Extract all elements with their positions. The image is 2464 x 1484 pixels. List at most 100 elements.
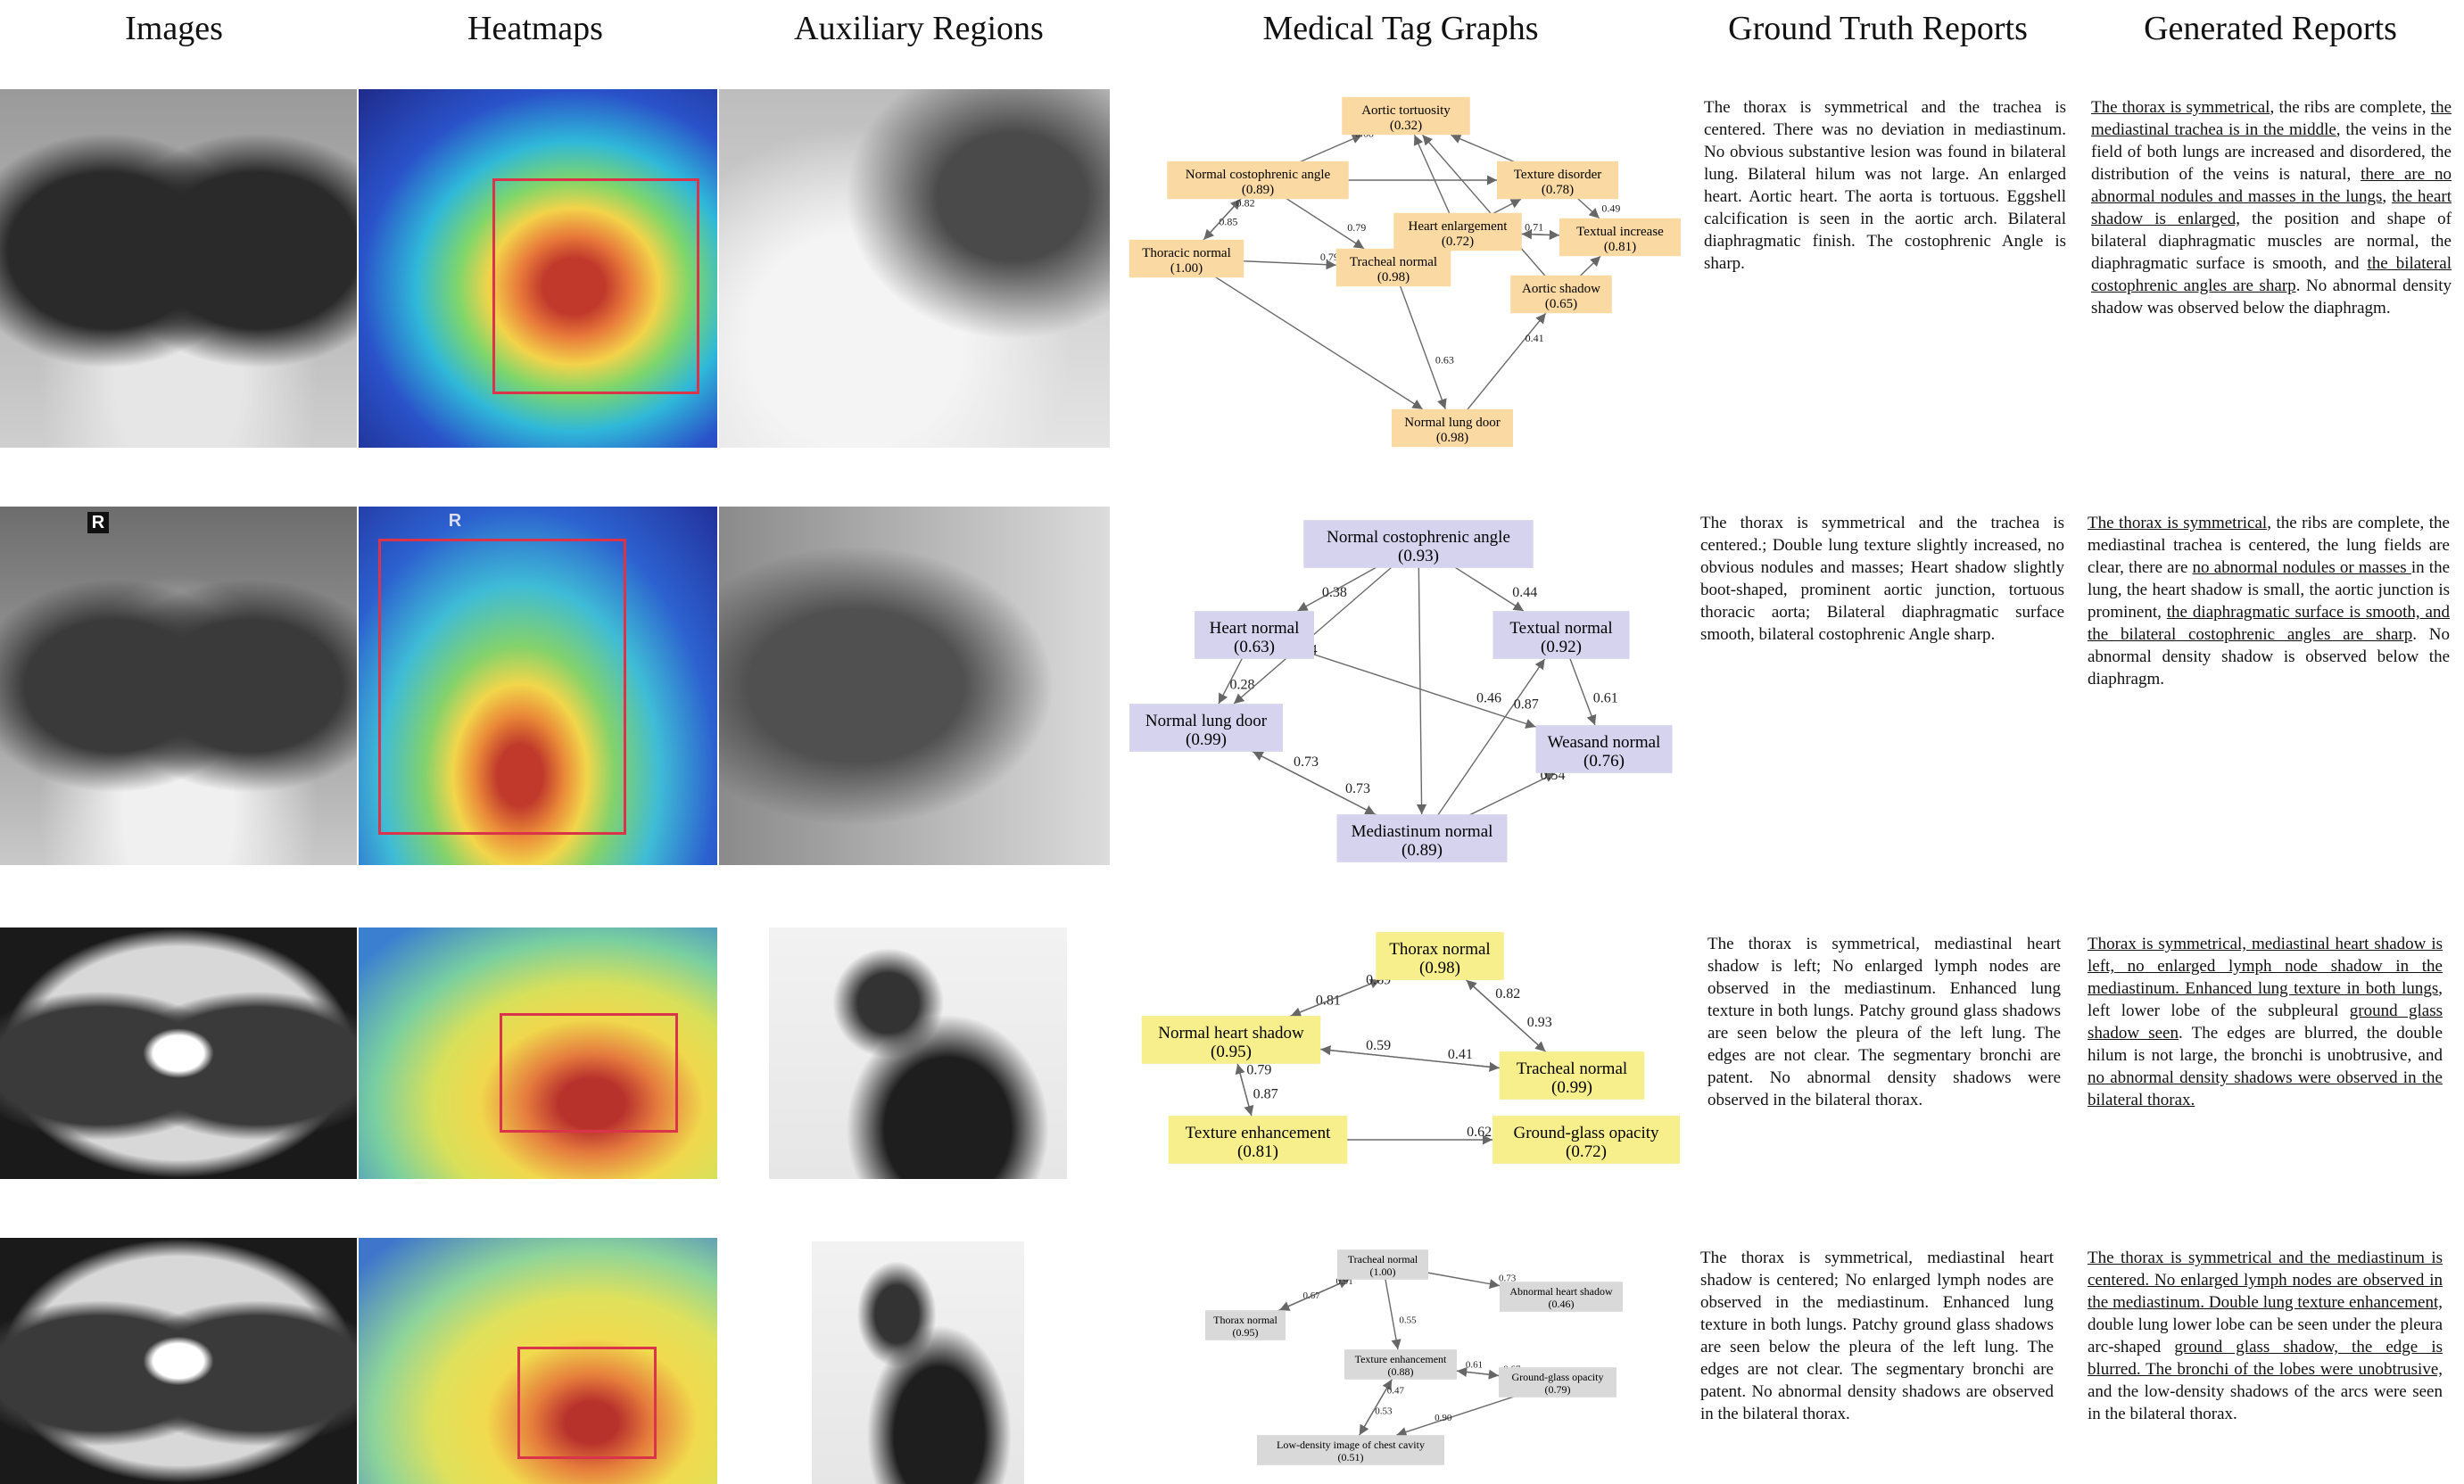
- report-text: in the lung, the heart shadow is small, …: [2088, 558, 2451, 622]
- graph-edge: [1416, 543, 1427, 815]
- edge-weight-label: 0.41: [1448, 1047, 1473, 1062]
- report-text: , left lower lobe of the subpleural: [2088, 979, 2443, 1020]
- highlighted-phrase: The thorax is symmetrical: [2091, 98, 2270, 117]
- tag-node-trn: Tracheal normal(1.00): [1337, 1249, 1428, 1280]
- tag-node-score: (0.32): [1390, 119, 1422, 133]
- tag-node-label: Abnormal heart shadow: [1509, 1285, 1613, 1298]
- edge-weight-label: 0.47: [1387, 1385, 1405, 1396]
- header-generated-reports: Generated Reports: [2144, 10, 2397, 47]
- row3-auxiliary-region-image: [769, 928, 1067, 1179]
- tag-node-ld: Low-density image of chest cavity(0.51): [1257, 1435, 1444, 1465]
- edge-weight-label: 0.73: [1499, 1273, 1517, 1283]
- tag-node-te: Texture enhancement(0.81): [1168, 1116, 1348, 1164]
- highlighted-phrase: Thorax is symmetrical, mediastinal heart…: [2088, 935, 2443, 998]
- row3-generated-report: Thorax is symmetrical, mediastinal heart…: [2088, 933, 2443, 1111]
- tag-node-score: (0.93): [1398, 547, 1439, 565]
- tag-node-score: (0.99): [1186, 730, 1227, 749]
- tag-node-score: (0.63): [1234, 638, 1275, 656]
- row2-auxiliary-region-image: [719, 507, 1110, 865]
- tag-node-nca: Normal costophrenic angle(0.93): [1303, 520, 1534, 568]
- highlighted-phrase: the mediastinal trachea is in the middle: [2091, 98, 2452, 139]
- tag-node-score: (0.46): [1549, 1298, 1575, 1310]
- tag-node-label: Heart normal: [1210, 619, 1300, 638]
- edge-weight-label: 0.87: [1514, 697, 1539, 713]
- row2-image-r-marker: R: [87, 512, 109, 533]
- tag-node-nld: Normal lung door(0.98): [1392, 408, 1513, 448]
- tag-node-score: (0.79): [1545, 1383, 1571, 1396]
- tag-node-score: (0.78): [1542, 183, 1574, 197]
- tag-node-mn: Mediastinum normal(0.89): [1336, 814, 1508, 862]
- row4-attention-box: [517, 1347, 657, 1459]
- tag-node-as: Aortic shadow(0.65): [1510, 275, 1612, 314]
- tag-node-score: (0.98): [1377, 270, 1410, 284]
- tag-node-score: (0.81): [1237, 1142, 1278, 1161]
- tag-node-score: (0.51): [1338, 1451, 1364, 1463]
- tag-node-trn: Tracheal normal(0.98): [1335, 248, 1451, 287]
- tag-node-tn: Thoracic normal(1.00): [1129, 239, 1244, 278]
- row3-ground-truth-report: The thorax is symmetrical, mediastinal h…: [1707, 935, 2061, 1109]
- tag-node-label: Thoracic normal: [1142, 246, 1231, 260]
- row4-medical-tag-graph: 0.670.910.730.550.610.670.530.470.90Trac…: [1205, 1249, 1623, 1465]
- row3-ct-image: [0, 928, 357, 1179]
- header-heatmaps: Heatmaps: [467, 10, 603, 47]
- report-text: double lung lower lobe can be seen under…: [2088, 1315, 2443, 1356]
- tag-node-label: Normal costophrenic angle: [1327, 528, 1510, 547]
- tag-node-label: Tracheal normal: [1348, 1253, 1418, 1266]
- graph-edge: [1421, 658, 1546, 839]
- report-text: . The edges are blurred, the double hilu…: [2088, 1024, 2443, 1065]
- tag-node-label: Ground-glass opacity: [1513, 1124, 1659, 1142]
- graph-edge: [1233, 543, 1419, 705]
- edge-weight-label: 0.61: [1466, 1360, 1483, 1371]
- edge-weight-label: 0.87: [1253, 1086, 1278, 1101]
- tag-node-label: Textual normal: [1509, 619, 1612, 638]
- edge-weight-label: 0.73: [1345, 781, 1370, 796]
- edge-weight-label: 0.55: [1399, 1315, 1417, 1325]
- edge-weight-label: 0.53: [1375, 1406, 1393, 1417]
- row2-heatmap-image: R: [359, 507, 717, 865]
- tag-node-score: (0.95): [1211, 1043, 1252, 1061]
- edge-weight-label: 0.46: [1476, 690, 1501, 705]
- tag-node-label: Normal heart shadow: [1158, 1024, 1304, 1043]
- tag-node-ti: Textual increase(0.81): [1559, 218, 1681, 257]
- row4-auxiliary-region-image: [812, 1241, 1024, 1484]
- report-text: , the ribs are complete,: [2270, 98, 2431, 117]
- row3-medical-tag-graph: 0.810.690.930.820.590.410.870.790.62Thor…: [1141, 932, 1680, 1164]
- header-images: Images: [125, 10, 223, 47]
- edge-weight-label: 0.61: [1593, 690, 1618, 705]
- tag-node-he: Heart enlargement(0.72): [1393, 212, 1522, 251]
- highlighted-phrase: there are no abnormal nodules and masses…: [2091, 165, 2452, 206]
- report-text: , the ribs are complete, the mediastinal…: [2088, 514, 2450, 577]
- tag-node-score: (0.89): [1242, 183, 1274, 197]
- row4-heatmap-image: [359, 1238, 717, 1484]
- tag-node-label: Thorax normal: [1213, 1314, 1277, 1326]
- tag-node-wn: Weasand normal(0.76): [1535, 725, 1673, 773]
- edge-weight-label: 0.41: [1526, 332, 1544, 344]
- report-text: . No abnormal density shadow is observed…: [2088, 625, 2450, 688]
- edge-weight-label: 0.71: [1525, 220, 1543, 233]
- edge-weight-label: 0.90: [1435, 1413, 1452, 1423]
- tag-node-thn: Thorax normal(0.98): [1376, 932, 1504, 980]
- report-text: . No abnormal density shadow was observe…: [2091, 276, 2452, 317]
- highlighted-phrase: the bilateral costophrenic angles are sh…: [2091, 254, 2452, 295]
- tag-node-te: Texture enhancement(0.88): [1344, 1349, 1457, 1380]
- tag-node-label: Weasand normal: [1548, 733, 1661, 752]
- row3-heatmap-image: [359, 928, 717, 1179]
- edge-weight-label: 0.38: [1322, 585, 1347, 600]
- tag-node-nhs: Normal heart shadow(0.95): [1141, 1016, 1321, 1064]
- tag-node-label: Tracheal normal: [1350, 255, 1437, 269]
- tag-node-score: (0.92): [1541, 638, 1582, 656]
- tag-node-label: Normal lung door: [1404, 416, 1500, 430]
- tag-node-hn: Heart normal(0.63): [1195, 611, 1314, 659]
- row2-generated-report: The thorax is symmetrical, the ribs are …: [2088, 512, 2450, 690]
- tag-node-at: Aortic tortuosity(0.32): [1342, 96, 1470, 136]
- row2-medical-tag-graph: 0.380.440.280.540.460.610.870.730.730.54…: [1129, 520, 1673, 862]
- graph-edge: [1186, 258, 1424, 410]
- tag-node-nca: Normal costophrenic angle(0.89): [1167, 161, 1349, 200]
- edge-weight-label: 0.73: [1294, 754, 1319, 770]
- edge-weight-label: 0.59: [1366, 1038, 1391, 1053]
- tag-node-label: Aortic shadow: [1522, 282, 1600, 296]
- header-ground-truth-reports: Ground Truth Reports: [1728, 10, 2028, 47]
- highlighted-phrase: the heart shadow is enlarged,: [2091, 187, 2452, 228]
- row1-medical-tag-graph: 0.680.490.590.710.320.850.820.790.790.63…: [1129, 96, 1681, 448]
- tag-node-trn: Tracheal normal(0.99): [1499, 1051, 1645, 1100]
